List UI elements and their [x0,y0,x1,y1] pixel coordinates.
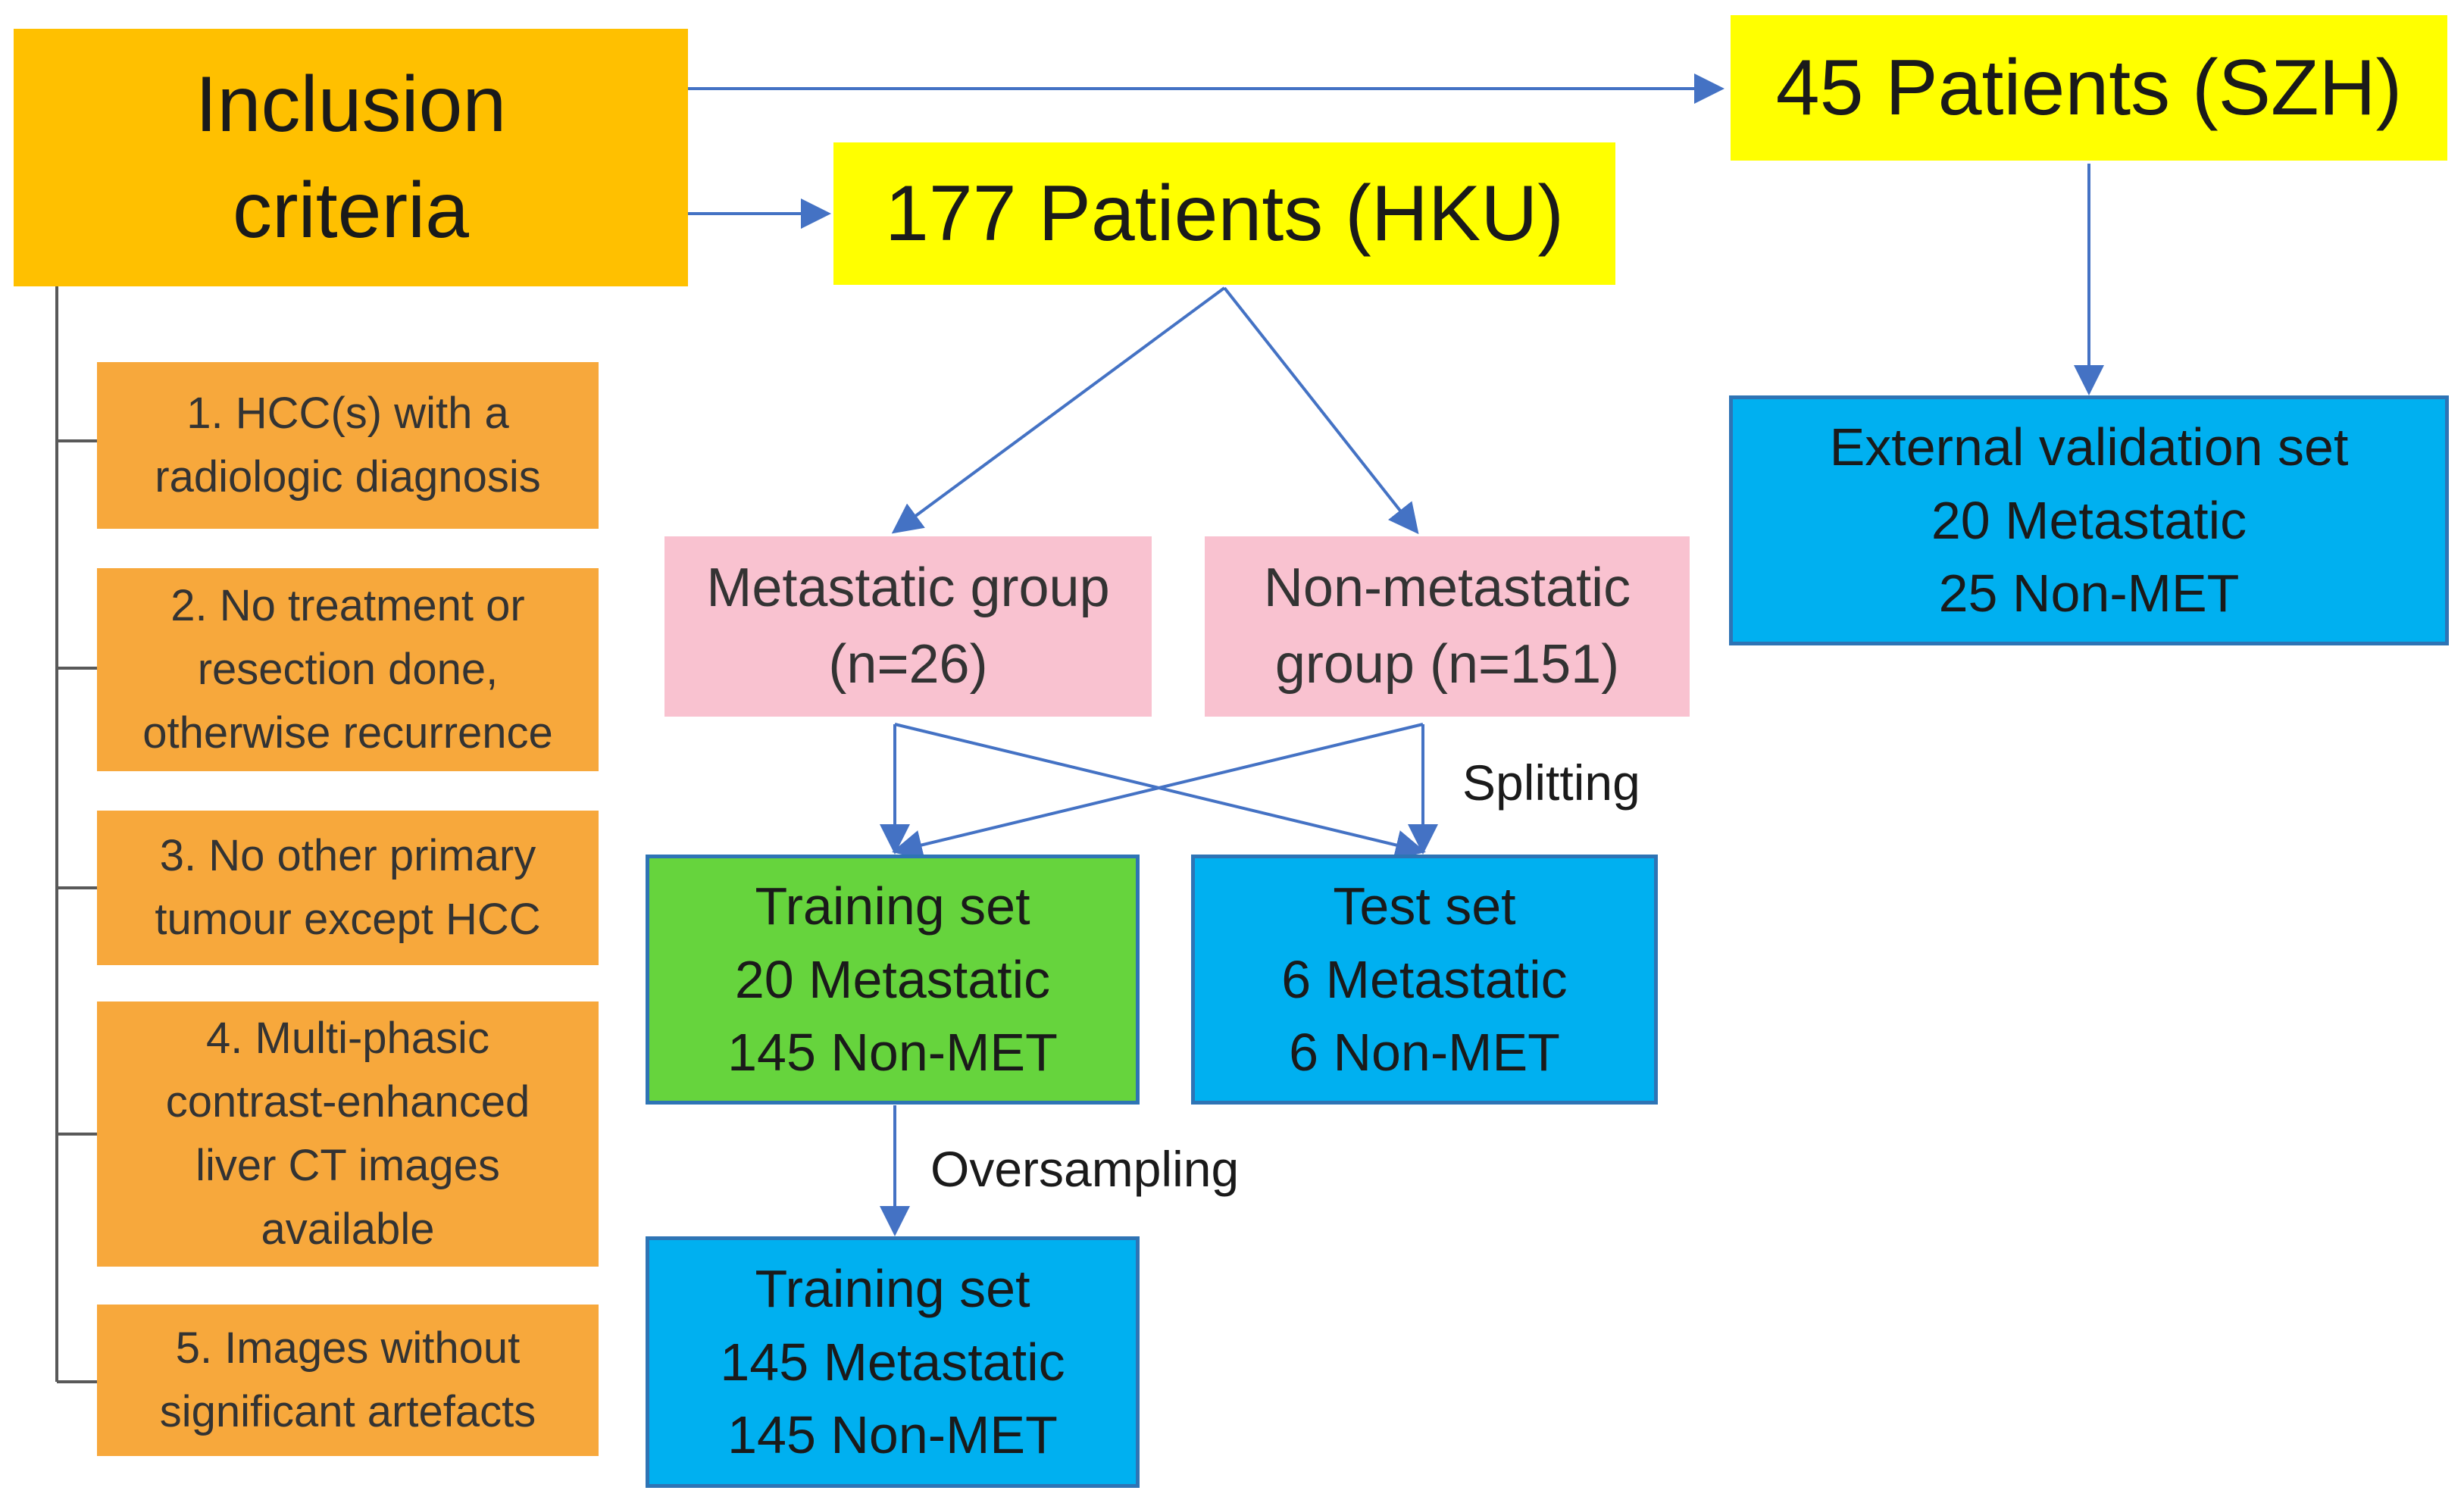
training-set-nonmet: 145 Non-MET [727,1023,1058,1083]
metastatic-group-line2: (n=26) [828,634,988,695]
criterion-5: 5. Images without significant artefacts [97,1305,599,1456]
arrow-hku-to-metastatic [891,286,1226,534]
external-validation-set-nonmet: 25 Non-MET [1938,564,2240,623]
inclusion-criteria-box: Inclusion criteria [14,29,688,286]
oversampled-training-set-box: Training set 145 Metastatic 145 Non-MET [646,1236,1140,1488]
criterion-text: tumour except HCC [155,895,541,944]
test-set-title: Test set [1333,876,1516,936]
criterion-text: resection done, [197,644,499,694]
arrow-hku-to-nonmetastatic [1223,286,1419,535]
criterion-3: 3. No other primary tumour except HCC [97,811,599,965]
external-validation-set-title: External validation set [1829,417,2349,477]
arrow-nonmetastatic-to-training [892,723,1424,861]
criterion-text: 3. No other primary [159,830,536,880]
external-validation-set-box: External validation set 20 Metastatic 25… [1729,395,2449,645]
criterion-text: significant artefacts [159,1387,536,1436]
oversampled-training-set-metastatic: 145 Metastatic [720,1332,1065,1392]
training-set-title: Training set [755,876,1030,936]
oversampling-label: Oversampling [930,1141,1240,1197]
hku-patients-label: 177 Patients (HKU) [885,170,1564,258]
criterion-1: 1. HCC(s) with a radiologic diagnosis [97,362,599,529]
criterion-text: contrast-enhanced [165,1076,530,1126]
criterion-text: 1. HCC(s) with a [186,388,509,438]
external-validation-set-metastatic: 20 Metastatic [1931,490,2247,550]
criterion-2: 2. No treatment or resection done, other… [97,568,599,771]
criterion-text: radiologic diagnosis [155,452,541,502]
criterion-text: available [261,1205,435,1255]
metastatic-group-box: Metastatic group (n=26) [664,536,1152,717]
criterion-text: otherwise recurrence [142,708,553,758]
test-set-metastatic: 6 Metastatic [1281,949,1568,1009]
oversampled-training-set-nonmet: 145 Non-MET [727,1405,1058,1465]
criterion-text: liver CT images [195,1141,500,1190]
training-set-metastatic: 20 Metastatic [734,949,1051,1009]
test-set-nonmet: 6 Non-MET [1289,1023,1560,1083]
hku-patients-box: 177 Patients (HKU) [833,142,1615,285]
szh-patients-label: 45 Patients (SZH) [1775,44,2403,132]
metastatic-group-line1: Metastatic group [706,558,1110,619]
test-set-box: Test set 6 Metastatic 6 Non-MET [1191,855,1658,1105]
oversampled-training-set-title: Training set [755,1259,1030,1319]
criterion-text: 5. Images without [175,1323,521,1373]
nonmetastatic-group-line1: Non-metastatic [1263,558,1631,619]
inclusion-title-line1: Inclusion [195,60,507,148]
criterion-4: 4. Multi-phasic contrast-enhanced liver … [97,1001,599,1267]
nonmetastatic-group-box: Non-metastatic group (n=151) [1205,536,1690,717]
criteria-bracket [55,286,97,1383]
splitting-label: Splitting [1462,755,1640,811]
training-set-box: Training set 20 Metastatic 145 Non-MET [646,855,1140,1105]
szh-patients-box: 45 Patients (SZH) [1731,15,2447,161]
criterion-text: 4. Multi-phasic [206,1013,489,1063]
nonmetastatic-group-line2: group (n=151) [1274,634,1620,695]
inclusion-title-line2: criteria [232,167,470,255]
criterion-text: 2. No treatment or [170,580,525,630]
